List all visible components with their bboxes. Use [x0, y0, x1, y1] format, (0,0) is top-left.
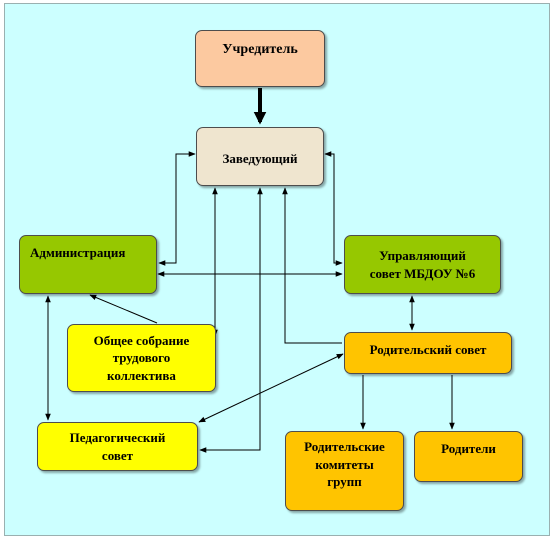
node-parents-council-label: Родительский совет: [369, 342, 487, 357]
connector-head-governing-council: [324, 151, 343, 266]
node-parents: Родители: [414, 431, 523, 482]
node-parents-label: Родители: [441, 441, 496, 456]
node-governing-council-label: Управляющий совет МБДОУ №6: [369, 247, 476, 281]
node-founder-label: Учредитель: [222, 42, 298, 57]
node-general-meeting-label: Общее собрание трудового коллектива: [93, 332, 190, 383]
connector-head-pedagogical-council: [199, 187, 263, 453]
node-group-parent-committees: Родительские комитеты групп: [285, 431, 404, 511]
connector-parents-council-pedagogical-council: [198, 353, 344, 423]
node-founder: Учредитель: [195, 30, 325, 87]
connector-general-meeting-administration: [89, 294, 158, 324]
node-head: Заведующий: [196, 127, 324, 186]
node-governing-council: Управляющий совет МБДОУ №6: [344, 235, 501, 294]
connector-head-parents-council: [282, 187, 342, 344]
node-administration: Администрация: [19, 235, 157, 294]
node-pedagogical-council-label: Педагогический совет: [69, 429, 166, 463]
node-general-meeting: Общее собрание трудового коллектива: [67, 324, 216, 392]
node-parents-council: Родительский совет: [344, 332, 512, 374]
node-pedagogical-council: Педагогический совет: [37, 422, 198, 471]
node-administration-label: Администрация: [30, 245, 126, 260]
node-group-parent-committees-label: Родительские комитеты групп: [304, 439, 385, 490]
node-head-label: Заведующий: [222, 151, 298, 166]
connector-head-administration: [158, 151, 196, 266]
